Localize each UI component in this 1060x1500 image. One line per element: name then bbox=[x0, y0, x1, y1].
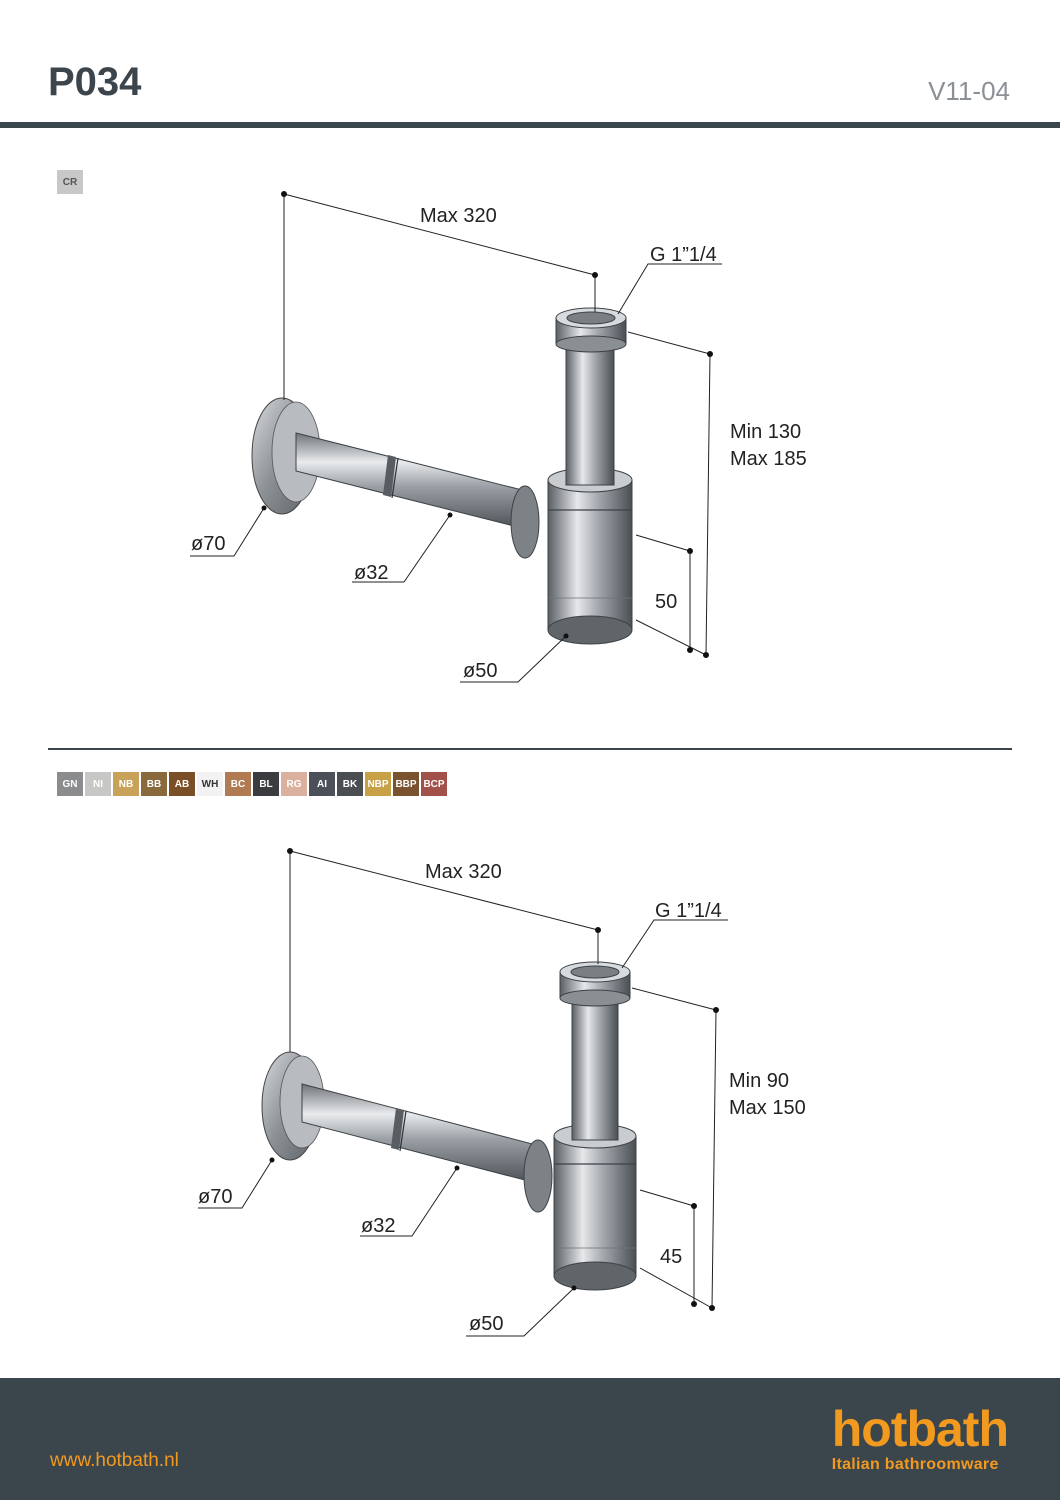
version-label: V11-04 bbox=[928, 76, 1010, 106]
brand-logo: hotbath Italian bathroomware bbox=[831, 1401, 1009, 1474]
finish-swatch-ai: AI bbox=[309, 772, 335, 796]
finish-swatch-ni: NI bbox=[85, 772, 111, 796]
finish-swatch-nbp: NBP bbox=[365, 772, 391, 796]
page-header: P034 V11-04 bbox=[0, 0, 1060, 128]
dimension-dots bbox=[269, 848, 719, 1311]
siphon-technical-drawing: Max 320 G 1”1/4 Min 130 Max 185 ø70 ø32 … bbox=[190, 191, 807, 683]
max-width-label: Max 320 bbox=[420, 205, 497, 227]
siphon-illustration bbox=[261, 961, 637, 1291]
header-divider bbox=[0, 122, 1060, 128]
finish-swatch-bb: BB bbox=[141, 772, 167, 796]
thread-label: G 1”1/4 bbox=[650, 244, 717, 266]
page-footer: www.hotbath.nl hotbath Italian bathroomw… bbox=[0, 1378, 1060, 1500]
lower-height-label: 50 bbox=[655, 591, 677, 613]
website-link[interactable]: www.hotbath.nl bbox=[50, 1450, 179, 1471]
body-diameter-label: ø50 bbox=[463, 660, 497, 682]
finish-swatch-nb: NB bbox=[113, 772, 139, 796]
dimension-lines bbox=[190, 193, 722, 683]
height-min-label: Min 130 bbox=[730, 421, 801, 443]
body-diameter-label: ø50 bbox=[469, 1313, 503, 1335]
section-divider bbox=[48, 748, 1012, 750]
finish-swatch-bcp: BCP bbox=[421, 772, 447, 796]
siphon-technical-drawing: Max 320 G 1”1/4 Min 90 Max 150 ø70 ø32 4… bbox=[198, 848, 806, 1337]
dimension-dots bbox=[261, 191, 713, 658]
finish-swatches: CR bbox=[57, 170, 83, 194]
product-code: P034 bbox=[48, 60, 142, 104]
height-max-label: Max 185 bbox=[730, 448, 807, 470]
dimension-labels: Max 320 G 1”1/4 Min 130 Max 185 ø70 ø32 … bbox=[191, 205, 807, 682]
pipe-diameter-label: ø32 bbox=[354, 562, 388, 584]
finish-swatch-gn: GN bbox=[57, 772, 83, 796]
finish-swatch-cr: CR bbox=[57, 170, 83, 194]
siphon-illustration bbox=[251, 307, 633, 645]
drawing-section-chrome: CR bbox=[0, 150, 1060, 740]
finish-swatch-rg: RG bbox=[281, 772, 307, 796]
flange-diameter-label: ø70 bbox=[191, 533, 225, 555]
finish-swatch-bl: BL bbox=[253, 772, 279, 796]
finish-swatch-bc: BC bbox=[225, 772, 251, 796]
pipe-diameter-label: ø32 bbox=[361, 1215, 395, 1237]
dimension-lines bbox=[198, 850, 728, 1337]
max-width-label: Max 320 bbox=[425, 861, 502, 883]
finish-swatch-ab: AB bbox=[169, 772, 195, 796]
dimension-labels: Max 320 G 1”1/4 Min 90 Max 150 ø70 ø32 4… bbox=[198, 861, 806, 1335]
finish-swatch-wh: WH bbox=[197, 772, 223, 796]
logo-tagline: Italian bathroomware bbox=[831, 1456, 999, 1473]
height-min-label: Min 90 bbox=[729, 1070, 789, 1092]
height-max-label: Max 150 bbox=[729, 1097, 806, 1119]
flange-diameter-label: ø70 bbox=[198, 1186, 232, 1208]
logo-wordmark: hotbath bbox=[831, 1401, 1009, 1457]
finish-swatch-bbp: BBP bbox=[393, 772, 419, 796]
finish-swatch-bk: BK bbox=[337, 772, 363, 796]
lower-height-label: 45 bbox=[660, 1246, 682, 1268]
thread-label: G 1”1/4 bbox=[655, 900, 722, 922]
